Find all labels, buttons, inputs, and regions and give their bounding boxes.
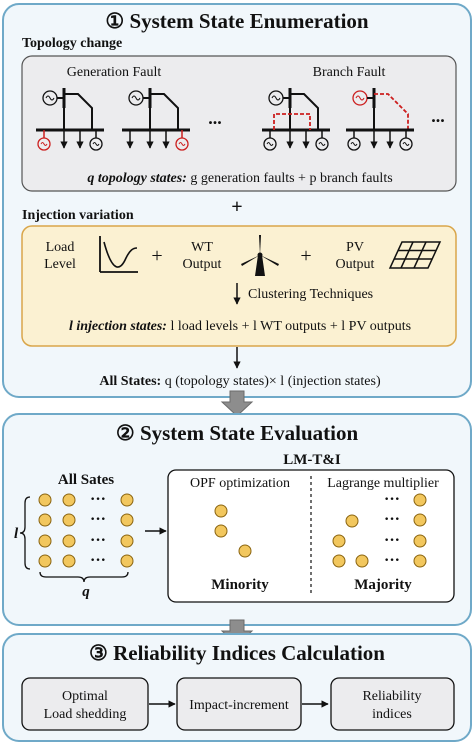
pv-output-line2: Output [336, 257, 375, 272]
opf-dot [214, 524, 228, 538]
impact-increment-label: Impact-increment [189, 698, 289, 713]
all-states-rest: q (topology states)× l (injection states… [165, 374, 381, 389]
grid-dots-row2: ··· [90, 511, 106, 528]
network-icon-gen-fault-1 [36, 88, 104, 151]
optimal-label-line1: Optimal [62, 689, 108, 704]
state-dot [62, 534, 76, 548]
left-brace [19, 496, 31, 570]
all-states-bold: All States: [99, 374, 161, 389]
lagrange-dot [355, 554, 369, 568]
state-dot [38, 513, 52, 527]
all-states-text: All States: q (topology states)× l (inje… [99, 374, 381, 389]
clustering-techniques-label: Clustering Techniques [248, 287, 373, 302]
injection-states-bold: l injection states: [69, 319, 167, 334]
lagrange-dots-row3: ··· [384, 532, 400, 549]
topology-states-bold: q topology states: [87, 171, 187, 186]
topology-states-rest: g generation faults + p branch faults [190, 171, 392, 186]
injection-variation-label: Injection variation [22, 208, 134, 223]
state-dot [120, 534, 134, 548]
q-symbol: q [82, 584, 90, 600]
lagrange-dots [332, 493, 427, 568]
network-icon-branch-fault-1 [262, 88, 330, 151]
topology-change-label: Topology change [22, 36, 122, 51]
lmti-label: LM-T&I [283, 452, 341, 468]
state-dot [62, 554, 76, 568]
lagrange-dot [413, 554, 427, 568]
lagrange-dot [345, 514, 359, 528]
network-icon-branch-fault-2 [346, 88, 414, 151]
state-dot [38, 534, 52, 548]
flow-arrow-1-to-2 [220, 390, 254, 417]
load-level-line1: Load [46, 240, 75, 255]
all-sates-label: All Sates [58, 472, 114, 488]
injection-box [21, 225, 457, 347]
pv-output-line1: PV [346, 240, 364, 255]
lagrange-dots-row4: ··· [384, 552, 400, 569]
optimal-label-line2: Load shedding [44, 707, 127, 722]
lagrange-dot [413, 493, 427, 507]
wind-turbine-icon [241, 235, 279, 276]
state-dot [62, 513, 76, 527]
lagrange-dot [413, 513, 427, 527]
bottom-brace [39, 571, 129, 583]
topology-states-text: q topology states: g generation faults +… [87, 171, 392, 186]
load-curve-icon [99, 236, 138, 273]
grid-dots-row1: ··· [90, 491, 106, 508]
lagrange-dots-row1: ··· [384, 491, 400, 508]
lagrange-dots-row2: ··· [384, 511, 400, 528]
network-icon-gen-fault-2 [122, 88, 190, 151]
lagrange-dot [332, 554, 346, 568]
state-dot [62, 493, 76, 507]
minority-label: Minority [211, 577, 269, 593]
plus-load-wt: + [151, 245, 162, 267]
opf-dot [238, 544, 252, 558]
state-dot [38, 554, 52, 568]
l-symbol: l [14, 526, 19, 542]
plus-wt-pv: + [300, 245, 311, 267]
load-level-line2: Level [44, 257, 76, 272]
state-dot [38, 493, 52, 507]
topology-ellipsis-1: ... [208, 108, 222, 128]
opf-dots [214, 504, 252, 558]
optimal-load-shedding-box [21, 677, 149, 731]
section1-title: ① System State Enumeration [105, 9, 369, 33]
injection-states-text: l injection states: l load levels + l WT… [69, 319, 411, 334]
section2-title: ② System State Evaluation [116, 421, 359, 445]
branch-fault-label: Branch Fault [313, 65, 386, 80]
injection-states-rest: l load levels + l WT outputs + l PV outp… [170, 319, 411, 334]
topology-box [21, 55, 457, 192]
lagrange-dot [413, 534, 427, 548]
reliability-label-line1: Reliability [362, 689, 421, 704]
plus-sign-sections: + [231, 196, 242, 218]
generation-fault-label: Generation Fault [67, 65, 162, 80]
wt-output-line1: WT [191, 240, 213, 255]
impact-increment-box [176, 677, 302, 731]
opf-label: OPF optimization [190, 476, 290, 491]
lagrange-dot [332, 534, 346, 548]
all-states-dot-grid [38, 493, 134, 568]
topology-ellipsis-2: ... [431, 106, 445, 126]
wt-output-line2: Output [183, 257, 222, 272]
state-dot [120, 554, 134, 568]
lagrange-label: Lagrange multiplier [327, 476, 439, 491]
section3-title: ③ Reliability Indices Calculation [89, 641, 385, 665]
state-dot [120, 493, 134, 507]
reliability-label-line2: indices [372, 707, 412, 722]
solar-panel-icon [388, 241, 442, 269]
grid-dots-row4: ··· [90, 552, 106, 569]
reliability-indices-box [330, 677, 455, 731]
opf-dot [214, 504, 228, 518]
majority-label: Majority [354, 577, 412, 593]
grid-dots-row3: ··· [90, 532, 106, 549]
state-dot [120, 513, 134, 527]
